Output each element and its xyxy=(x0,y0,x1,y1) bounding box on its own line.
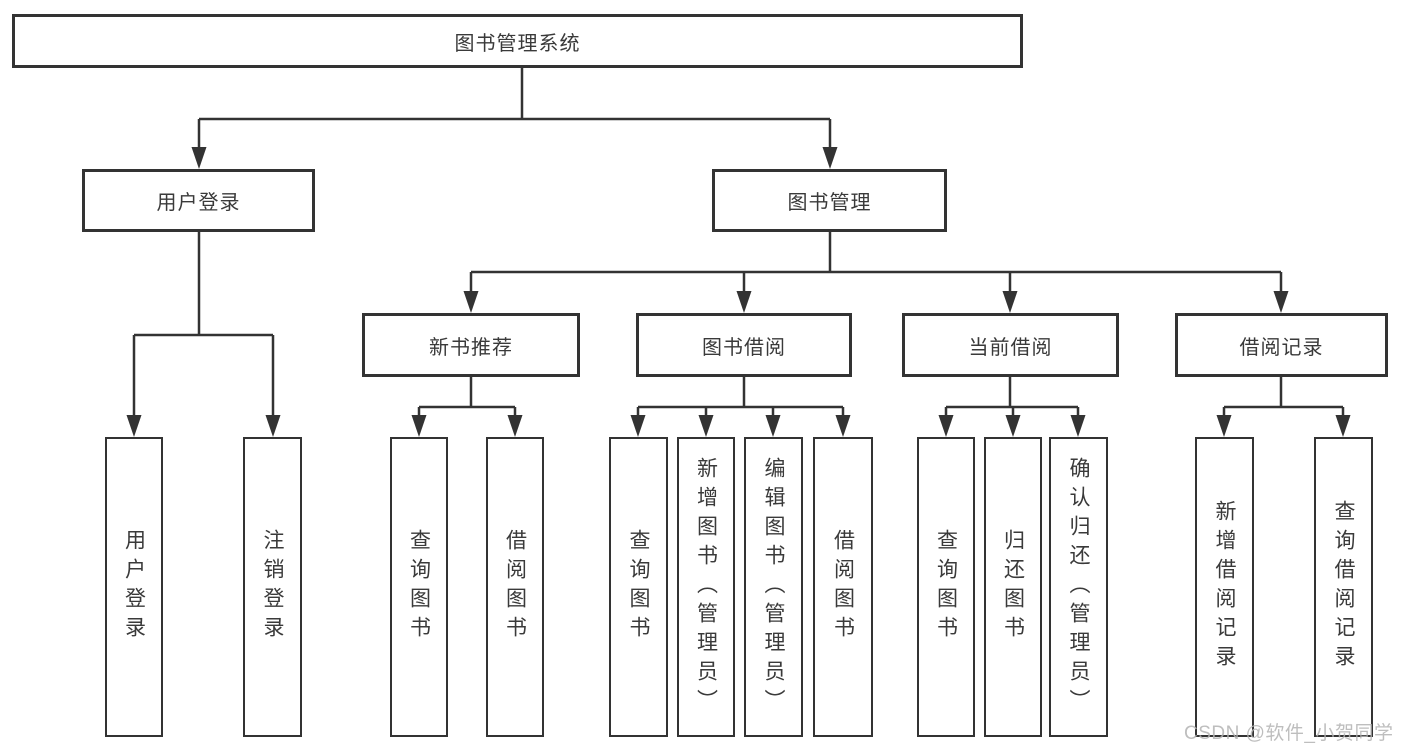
leaf-logout-label: 注销登录 xyxy=(261,529,284,645)
leaf-query-books-current: 查询图书 xyxy=(917,437,975,737)
node-user-login-branch: 用户登录 xyxy=(82,169,315,232)
leaf-query-borrow-record: 查询借阅记录 xyxy=(1314,437,1373,737)
arrowhead xyxy=(736,291,752,313)
node-root: 图书管理系统 xyxy=(12,14,1023,68)
arrowhead xyxy=(191,147,207,169)
leaf-query-books-recommend-label: 查询图书 xyxy=(407,529,431,645)
arrowhead xyxy=(698,415,714,437)
arrowhead xyxy=(822,147,838,169)
arrowhead xyxy=(1216,415,1232,437)
csdn-watermark: CSDN @软件_小贺同学 xyxy=(1184,723,1394,744)
arrowhead xyxy=(1273,291,1289,313)
leaf-return-books: 归还图书 xyxy=(984,437,1042,737)
node-book-management-branch: 图书管理 xyxy=(712,169,947,232)
node-book-borrowing-label: 图书借阅 xyxy=(702,336,786,359)
leaf-borrow-books-recommend-label: 借阅图书 xyxy=(503,529,527,645)
arrowhead xyxy=(938,415,954,437)
leaf-user-login: 用户登录 xyxy=(105,437,163,737)
arrowhead xyxy=(765,415,781,437)
leaf-edit-books-admin-label: 编辑图书（管理员） xyxy=(762,456,785,718)
leaf-confirm-return-admin-label: 确认归还（管理员） xyxy=(1067,456,1090,718)
leaf-query-books-borrowing: 查询图书 xyxy=(609,437,668,737)
arrowhead xyxy=(126,415,142,437)
leaf-edit-books-admin: 编辑图书（管理员） xyxy=(744,437,803,737)
node-borrowing-records: 借阅记录 xyxy=(1175,313,1388,377)
arrowhead xyxy=(1002,291,1018,313)
arrowhead xyxy=(507,415,523,437)
leaf-borrow-books-borrowing: 借阅图书 xyxy=(813,437,873,737)
node-root-label: 图书管理系统 xyxy=(454,32,581,55)
leaf-logout: 注销登录 xyxy=(243,437,302,737)
leaf-return-books-label: 归还图书 xyxy=(1001,529,1025,645)
leaf-borrow-books-borrowing-label: 借阅图书 xyxy=(831,529,855,645)
arrowhead xyxy=(463,291,479,313)
leaf-user-login-label: 用户登录 xyxy=(122,529,146,645)
node-current-borrowing-label: 当前借阅 xyxy=(968,336,1053,359)
arrowhead xyxy=(411,415,427,437)
leaf-query-books-borrowing-label: 查询图书 xyxy=(627,529,650,645)
arrowhead xyxy=(265,415,281,437)
leaf-add-borrow-record: 新增借阅记录 xyxy=(1195,437,1254,737)
node-book-borrowing: 图书借阅 xyxy=(636,313,852,377)
leaf-confirm-return-admin: 确认归还（管理员） xyxy=(1049,437,1108,737)
leaf-query-books-recommend: 查询图书 xyxy=(390,437,448,737)
node-user-login-branch-label: 用户登录 xyxy=(156,192,241,214)
node-current-borrowing: 当前借阅 xyxy=(902,313,1119,377)
leaf-add-books-admin-label: 新增图书（管理员） xyxy=(694,456,718,718)
node-new-book-recommend: 新书推荐 xyxy=(362,313,580,377)
leaf-add-books-admin: 新增图书（管理员） xyxy=(677,437,735,737)
arrowhead xyxy=(1005,415,1021,437)
arrowhead xyxy=(1335,415,1351,437)
leaf-borrow-books-recommend: 借阅图书 xyxy=(486,437,544,737)
leaf-query-books-current-label: 查询图书 xyxy=(934,529,958,645)
leaf-query-borrow-record-label: 查询借阅记录 xyxy=(1332,500,1355,674)
node-book-management-branch-label: 图书管理 xyxy=(787,192,872,214)
arrowhead xyxy=(835,415,851,437)
node-borrowing-records-label: 借阅记录 xyxy=(1239,336,1324,359)
node-new-book-recommend-label: 新书推荐 xyxy=(429,336,513,359)
arrowhead xyxy=(630,415,646,437)
arrowhead xyxy=(1070,415,1086,437)
leaf-add-borrow-record-label: 新增借阅记录 xyxy=(1213,500,1236,674)
